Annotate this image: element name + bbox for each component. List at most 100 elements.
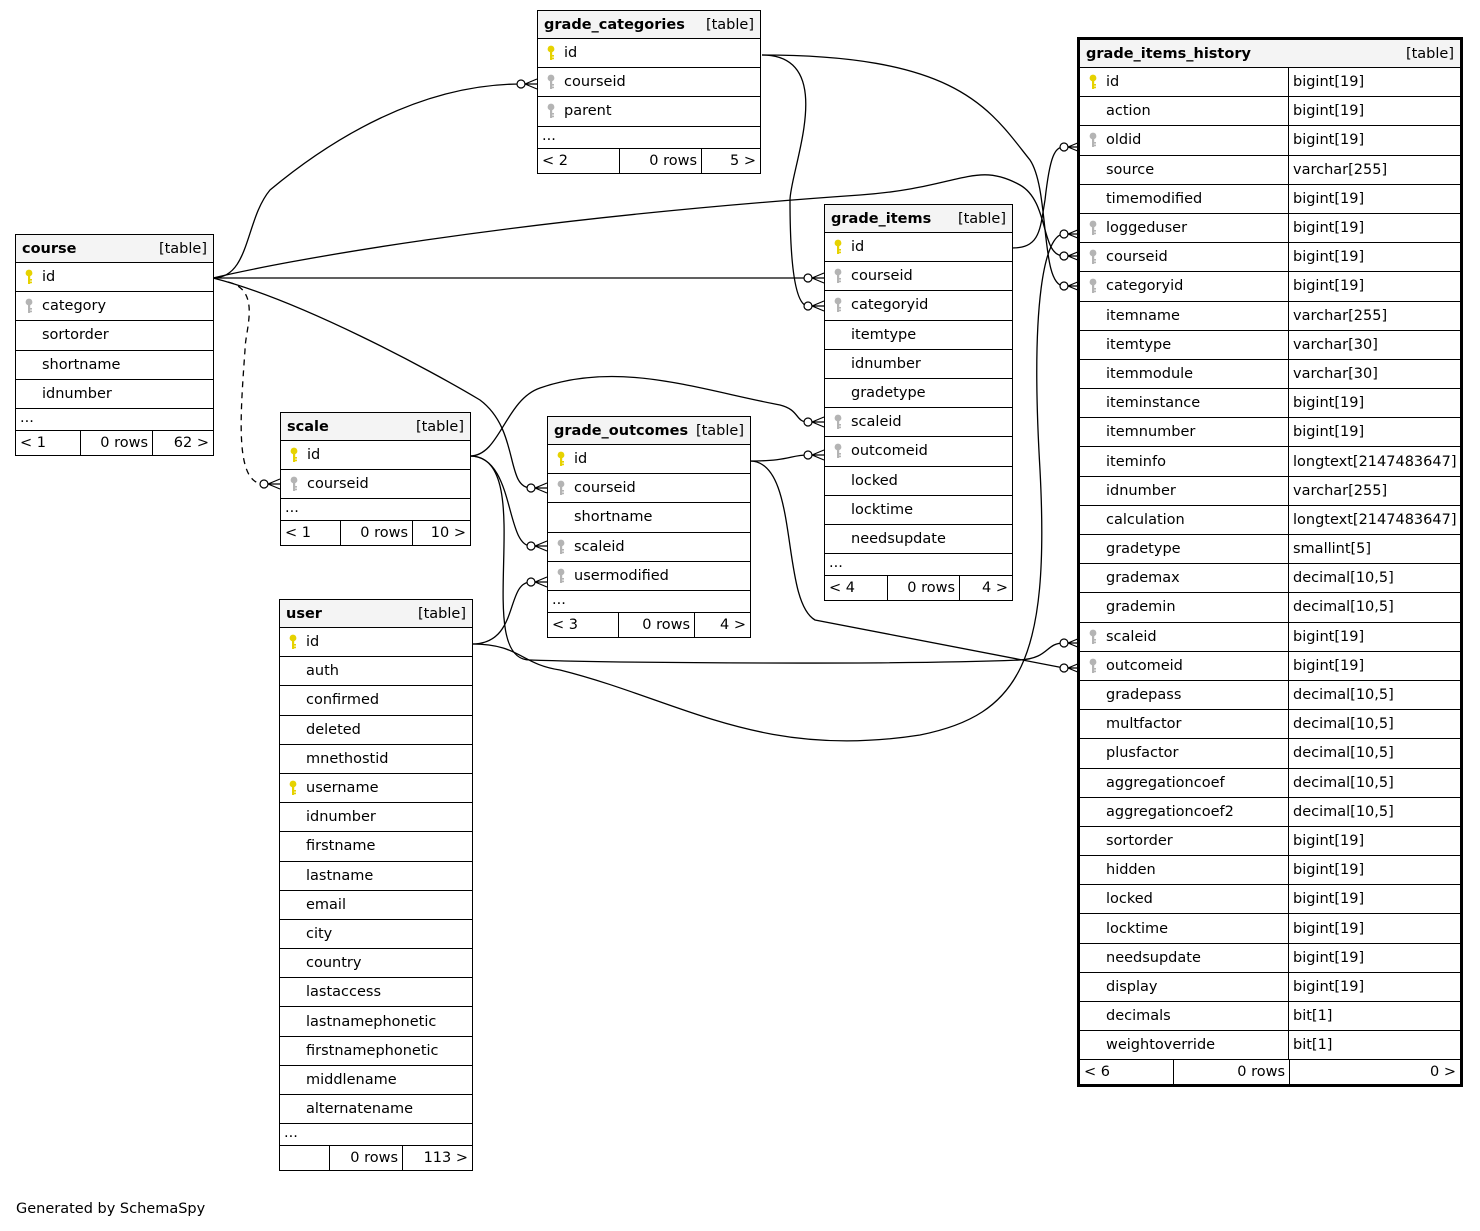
column-row[interactable]: lastaccess: [280, 978, 472, 1008]
column-row[interactable]: shortname: [16, 351, 213, 380]
parents-count-link[interactable]: [280, 1146, 330, 1171]
column-row[interactable]: scaleid: [825, 408, 1012, 438]
column-row[interactable]: middlename: [280, 1066, 472, 1095]
column-row[interactable]: auth: [280, 657, 472, 687]
column-row[interactable]: firstnamephonetic: [280, 1037, 472, 1066]
column-row[interactable]: id: [280, 628, 472, 658]
column-row[interactable]: country: [280, 949, 472, 979]
parents-count-link[interactable]: < 6: [1080, 1060, 1174, 1085]
children-count-link[interactable]: 10 >: [430, 525, 466, 542]
children-count-link[interactable]: 4 >: [982, 580, 1008, 597]
parents-count-link[interactable]: < 3: [548, 612, 619, 637]
column-row[interactable]: courseid: [548, 474, 750, 504]
column-row[interactable]: deleted: [280, 716, 472, 745]
parents-count-link[interactable]: < 2: [538, 148, 620, 173]
column-row[interactable]: sortorder: [16, 321, 213, 351]
column-row[interactable]: locktime: [825, 496, 1012, 525]
column-row[interactable]: id: [825, 233, 1012, 263]
column-row[interactable]: id: [16, 263, 213, 293]
column-row[interactable]: courseid: [538, 68, 760, 98]
column-row[interactable]: idnumber: [16, 380, 213, 409]
column-row[interactable]: lastnamephonetic: [280, 1007, 472, 1037]
column-row[interactable]: courseid: [281, 470, 470, 500]
column-row[interactable]: scaleid: [548, 533, 750, 562]
children-count-link[interactable]: 113 >: [423, 1150, 468, 1167]
column-row[interactable]: outcomeid: [825, 437, 1012, 467]
children-count-link[interactable]: 4 >: [720, 616, 746, 633]
children-count-link[interactable]: 62 >: [173, 434, 209, 451]
column-row[interactable]: category: [16, 292, 213, 322]
column-row[interactable]: courseid: [825, 262, 1012, 292]
column-row[interactable]: id: [548, 445, 750, 475]
column-row[interactable]: mnethostid: [280, 745, 472, 774]
children-count-link[interactable]: 0 >: [1430, 1064, 1456, 1081]
column-row[interactable]: username: [280, 774, 472, 804]
column-row[interactable]: id: [281, 441, 470, 471]
column-row[interactable]: idnumber: [825, 350, 1012, 379]
column-row[interactable]: alternatename: [280, 1095, 472, 1125]
children-count-link[interactable]: 5 >: [730, 152, 756, 169]
column-row[interactable]: email: [280, 891, 472, 920]
column-row[interactable]: lastname: [280, 862, 472, 891]
column-row[interactable]: shortname: [548, 503, 750, 533]
parents-count-link[interactable]: < 1: [281, 521, 341, 546]
column-row[interactable]: needsupdate: [825, 525, 1012, 555]
column-type: varchar[255]: [1288, 301, 1460, 330]
column-row[interactable]: locked: [825, 467, 1012, 496]
column-row[interactable]: itemtype: [825, 321, 1012, 350]
parents-count-link[interactable]: < 1: [16, 430, 81, 455]
column-row[interactable]: idnumber: [280, 803, 472, 833]
column-name: id: [574, 451, 588, 468]
column-row[interactable]: firstname: [280, 832, 472, 862]
column-row[interactable]: city: [280, 920, 472, 950]
column-row[interactable]: usermodified: [548, 562, 750, 591]
column-row[interactable]: gradetype: [825, 379, 1012, 409]
column-row[interactable]: categoryid: [825, 291, 1012, 321]
column-row[interactable]: id: [538, 39, 760, 69]
column-row[interactable]: confirmed: [280, 686, 472, 716]
parents-count-link[interactable]: < 4: [825, 576, 888, 601]
column-row[interactable]: parent: [538, 97, 760, 127]
